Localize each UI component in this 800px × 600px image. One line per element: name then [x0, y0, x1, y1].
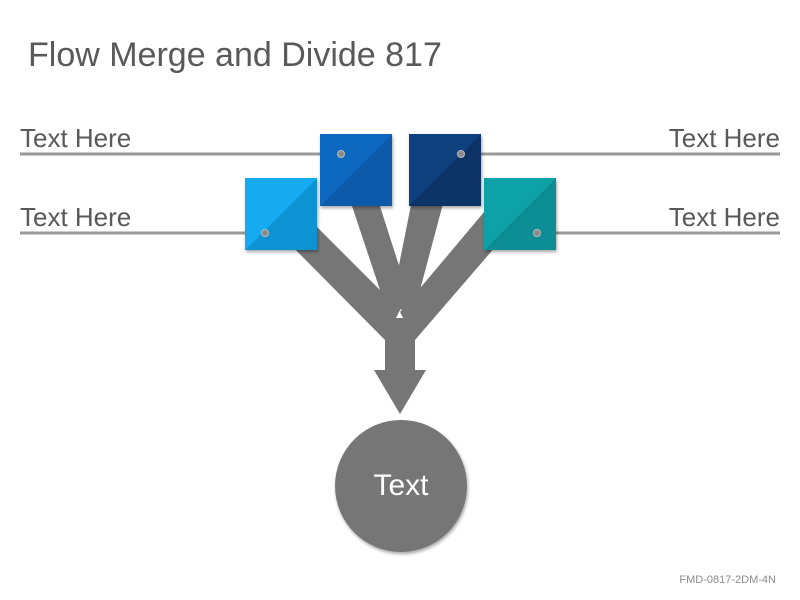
- page-title: Flow Merge and Divide 817: [28, 36, 442, 74]
- arm-3: [392, 200, 444, 320]
- center-label: Text: [373, 469, 429, 502]
- box-teal: [484, 178, 556, 250]
- connector-dot-bottom-right: [533, 229, 541, 237]
- label-top-right: Text Here: [668, 123, 780, 153]
- connector-dot-bottom-left: [261, 229, 269, 237]
- connector-dot-top-left: [337, 150, 345, 158]
- label-bottom-right: Text Here: [668, 202, 780, 232]
- box-navy: [409, 134, 481, 206]
- label-top-left: Text Here: [20, 123, 132, 153]
- center-circle: [335, 420, 467, 552]
- label-bottom-left: Text Here: [20, 202, 132, 232]
- box-light-blue: [245, 178, 317, 250]
- arrow-stem-and-head: [374, 318, 426, 414]
- box-blue: [320, 134, 392, 206]
- footer-code: FMD-0817-2DM-4N: [679, 574, 776, 586]
- connector-dot-top-right: [457, 150, 465, 158]
